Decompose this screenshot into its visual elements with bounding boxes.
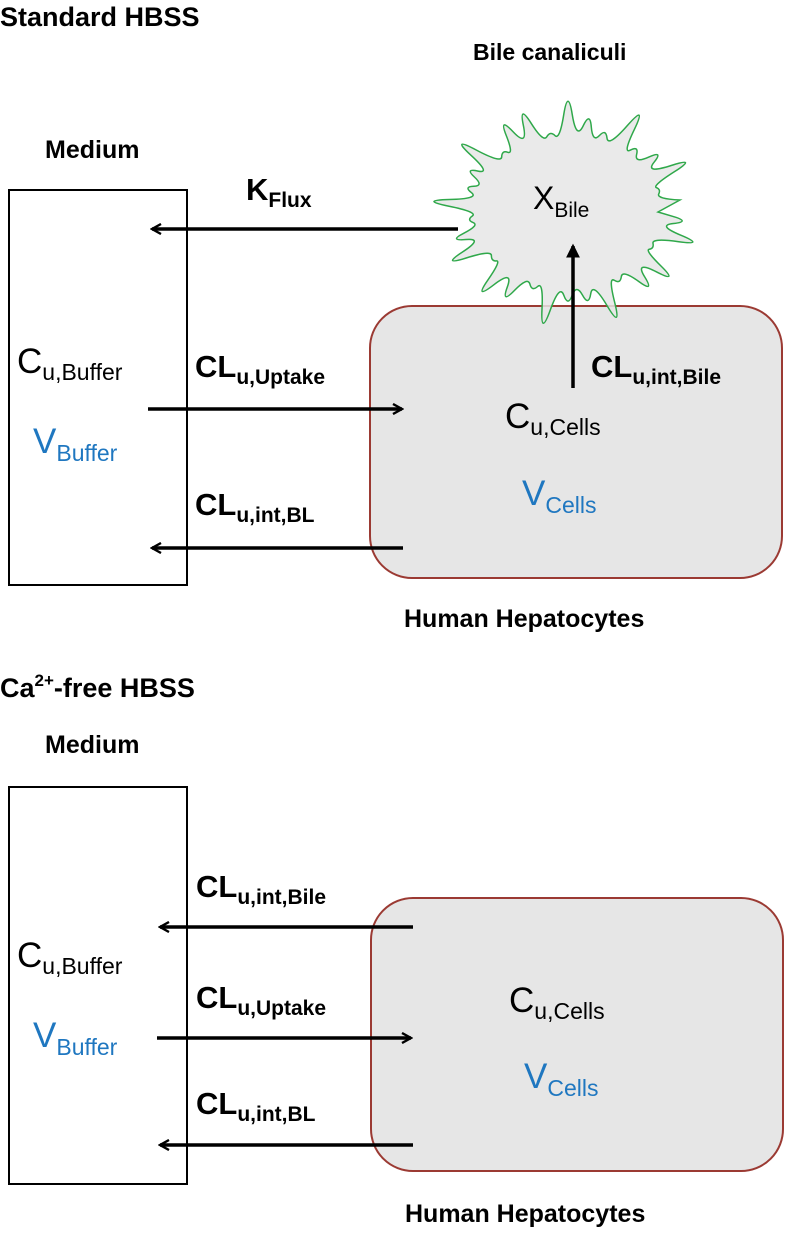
- bile-canaliculi-label: Bile canaliculi: [473, 39, 626, 65]
- c-buffer-label-b: Cu,Buffer: [17, 936, 123, 979]
- hepatocytes-label-b: Human Hepatocytes: [405, 1200, 645, 1228]
- cl-uptake-label-b: CLu,Uptake: [196, 980, 326, 1020]
- hepatocyte-cell-b: [370, 897, 784, 1172]
- hepatocyte-cell-a: [369, 305, 783, 579]
- cl-bile-label-b: CLu,int,Bile: [196, 869, 326, 909]
- v-buffer-label-a: VBuffer: [33, 422, 118, 466]
- v-buffer-label-b: VBuffer: [33, 1016, 118, 1060]
- c-cells-label-a: Cu,Cells: [505, 397, 601, 440]
- x-bile-label: XBile: [533, 180, 589, 222]
- panel-b-title: Ca2+-free HBSS: [0, 671, 195, 703]
- c-buffer-label-a: Cu,Buffer: [17, 342, 123, 385]
- panel-ca-free-hbss: Ca2+-free HBSS Medium CLu,int,Bile Cu,Bu…: [0, 671, 784, 1228]
- medium-label-a: Medium: [45, 136, 139, 164]
- v-cells-label-a: VCells: [522, 474, 596, 518]
- hepatocytes-label-a: Human Hepatocytes: [404, 605, 644, 633]
- medium-box-a: [8, 189, 188, 586]
- c-cells-label-b: Cu,Cells: [509, 981, 605, 1024]
- v-cells-label-b: VCells: [524, 1057, 598, 1101]
- cl-bl-label-b: CLu,int,BL: [196, 1086, 316, 1126]
- panel-standard-hbss: Standard HBSS Bile canaliculi Medium KFl…: [0, 2, 783, 633]
- medium-label-b: Medium: [45, 731, 139, 759]
- panel-a-title: Standard HBSS: [0, 2, 200, 32]
- bile-canaliculi-shape: [433, 100, 694, 325]
- cl-uptake-label-a: CLu,Uptake: [195, 349, 325, 389]
- cl-bile-label-a: CLu,int,Bile: [591, 349, 721, 389]
- cl-bl-label-a: CLu,int,BL: [195, 487, 315, 527]
- medium-box-b: [8, 786, 188, 1185]
- kflux-label: KFlux: [246, 172, 312, 212]
